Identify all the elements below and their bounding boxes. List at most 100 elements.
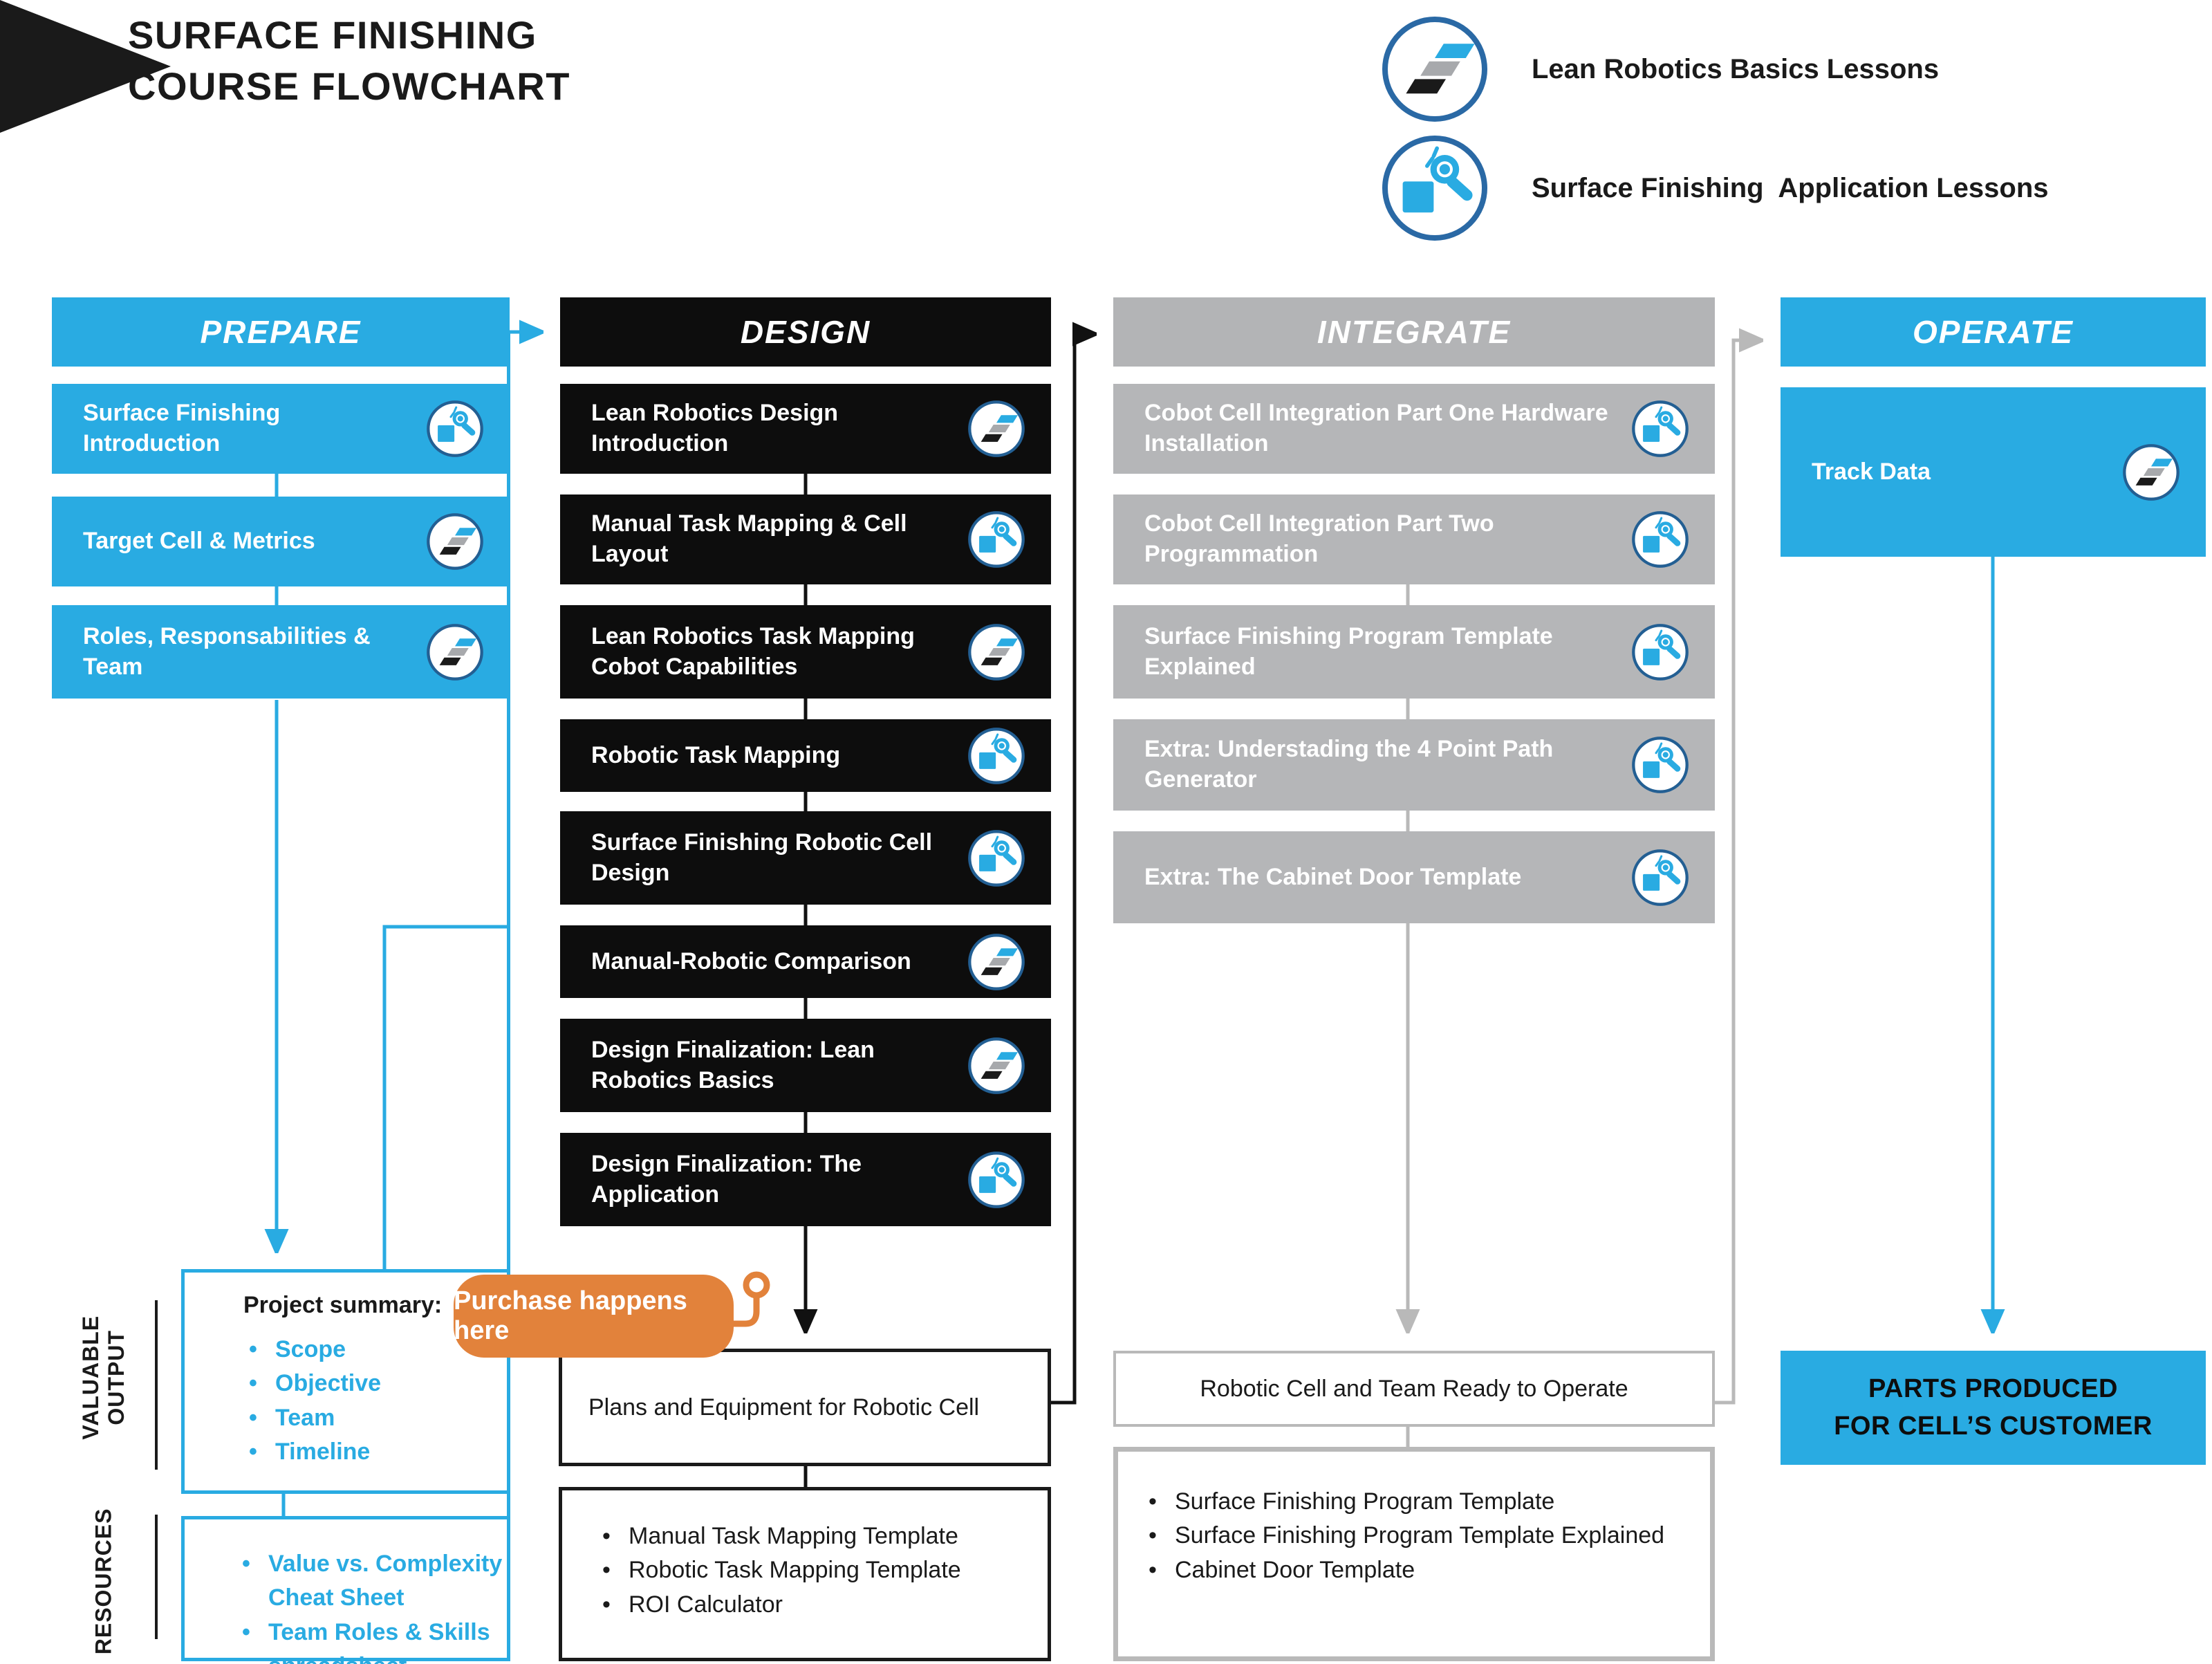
- lean-robotics-icon: [425, 512, 485, 571]
- plans-box-text: Plans and Equipment for Robotic Cell: [588, 1394, 980, 1421]
- lesson-item-integrate-3: Surface Finishing Program Template Expla…: [1113, 605, 1715, 699]
- surface-finishing-icon: [1379, 133, 1490, 243]
- lesson-item-design-2: Manual Task Mapping & Cell Layout: [560, 494, 1051, 584]
- parts-produced-box: PARTS PRODUCED FOR CELL’S CUSTOMER: [1781, 1351, 2206, 1465]
- prepare-resources-list: Value vs. Complexity Cheat SheetTeam Rol…: [236, 1547, 507, 1664]
- lesson-item-design-3: Lean Robotics Task Mapping Cobot Capabil…: [560, 605, 1051, 699]
- valuable-output-label: VALUABLE OUTPUT: [78, 1315, 129, 1440]
- lesson-item-prepare-2: Target Cell & Metrics: [52, 497, 510, 586]
- lesson-item-label: Target Cell & Metrics: [83, 528, 315, 555]
- surface-finishing-icon: [967, 510, 1026, 569]
- lean-robotics-icon: [1379, 14, 1490, 124]
- list-item: Cabinet Door Template: [1143, 1553, 1710, 1588]
- purchase-badge-curl-icon: [727, 1271, 770, 1327]
- list-item: Manual Task Mapping Template: [597, 1519, 1048, 1554]
- lesson-item-label: Lean Robotics Task Mapping Cobot Capabil…: [591, 622, 915, 680]
- list-item: Team Roles & Skills spreadsheet: [236, 1616, 507, 1664]
- lean-robotics-icon: [967, 932, 1026, 992]
- list-item: ROI Calculator: [597, 1588, 1048, 1623]
- project-summary-list: ScopeObjectiveTeamTimeline: [243, 1333, 507, 1469]
- lesson-item-label: Track Data: [1812, 458, 1931, 485]
- lesson-item-design-1: Lean Robotics Design Introduction: [560, 384, 1051, 474]
- column-header-design: DESIGN: [560, 297, 1051, 367]
- list-item: Value vs. Complexity Cheat Sheet: [236, 1547, 507, 1616]
- surface-finishing-icon: [1630, 510, 1690, 569]
- purchase-badge: Purchase happens here: [454, 1275, 734, 1358]
- lesson-item-integrate-4: Extra: Understading the 4 Point Path Gen…: [1113, 719, 1715, 811]
- arrow-roboticcell-to-operate: [1715, 340, 1763, 1405]
- lesson-item-design-5: Surface Finishing Robotic Cell Design: [560, 811, 1051, 905]
- lesson-item-label: Robotic Task Mapping: [591, 741, 841, 768]
- surface-finishing-icon: [1630, 848, 1690, 907]
- lesson-item-operate-1: Track Data: [1781, 387, 2206, 557]
- lesson-item-integrate-5: Extra: The Cabinet Door Template: [1113, 831, 1715, 923]
- resources-label: RESOURCES: [91, 1508, 116, 1655]
- surface-finishing-icon: [967, 1150, 1026, 1210]
- lesson-item-label: Roles, Responsabilities & Team: [83, 622, 371, 680]
- lean-robotics-icon: [425, 622, 485, 682]
- design-resources-list: Manual Task Mapping TemplateRobotic Task…: [597, 1519, 1048, 1622]
- lesson-item-design-4: Robotic Task Mapping: [560, 719, 1051, 792]
- list-item: Team: [243, 1401, 507, 1436]
- parts-produced-line1: PARTS PRODUCED: [1868, 1374, 2118, 1404]
- lesson-item-label: Lean Robotics Design Introduction: [591, 400, 839, 456]
- lesson-item-label: Surface Finishing Program Template Expla…: [1144, 622, 1553, 680]
- lesson-item-design-7: Design Finalization: Lean Robotics Basic…: [560, 1019, 1051, 1112]
- surface-finishing-icon: [425, 399, 485, 459]
- valuable-output-rule: [155, 1300, 158, 1470]
- arrow-summary-to-design: [507, 332, 543, 1279]
- lesson-item-integrate-2: Cobot Cell Integration Part Two Programm…: [1113, 494, 1715, 584]
- lesson-item-design-8: Design Finalization: The Application: [560, 1133, 1051, 1226]
- prepare-resources-box: Value vs. Complexity Cheat SheetTeam Rol…: [181, 1516, 510, 1664]
- lean-robotics-icon: [967, 1036, 1026, 1096]
- page-title-line2: COURSE FLOWCHART: [128, 64, 570, 108]
- lean-robotics-icon: [967, 622, 1026, 682]
- corner-triangle: [0, 0, 171, 133]
- page-title-line1: SURFACE FINISHING: [128, 13, 537, 57]
- column-header-prepare: PREPARE: [52, 297, 510, 367]
- project-summary-title: Project summary:: [243, 1292, 443, 1318]
- page-title: SURFACE FINISHING COURSE FLOWCHART: [128, 10, 570, 112]
- design-resources-box: Manual Task Mapping TemplateRobotic Task…: [559, 1487, 1051, 1661]
- lesson-item-label: Surface Finishing Introduction: [83, 400, 281, 456]
- robotic-cell-ready-box: Robotic Cell and Team Ready to Operate: [1113, 1351, 1715, 1427]
- lesson-item-label: Extra: Understading the 4 Point Path Gen…: [1144, 736, 1554, 793]
- lesson-item-label: Surface Finishing Robotic Cell Design: [591, 829, 933, 886]
- legend-label: Lean Robotics Basics Lessons: [1532, 53, 1940, 84]
- surface-finishing-icon: [1630, 399, 1690, 459]
- arrow-plans-to-integrate: [1051, 334, 1097, 1405]
- legend-row-application: Surface Finishing Application Lessons: [1379, 133, 2049, 243]
- surface-finishing-icon: [967, 726, 1026, 786]
- lesson-item-integrate-1: Cobot Cell Integration Part One Hardware…: [1113, 384, 1715, 474]
- list-item: Surface Finishing Program Template Expla…: [1143, 1519, 1710, 1553]
- column-header-operate: OPERATE: [1781, 297, 2206, 367]
- lesson-item-label: Cobot Cell Integration Part One Hardware…: [1144, 400, 1608, 456]
- lesson-item-label: Manual Task Mapping & Cell Layout: [591, 510, 907, 567]
- surface-finishing-icon: [1630, 735, 1690, 795]
- legend-row-lean: Lean Robotics Basics Lessons: [1379, 14, 1939, 124]
- lean-robotics-icon: [967, 399, 1026, 459]
- integrate-resources-list: Surface Finishing Program TemplateSurfac…: [1143, 1485, 1710, 1587]
- lesson-item-label: Cobot Cell Integration Part Two Programm…: [1144, 510, 1494, 567]
- surface-finishing-icon: [1630, 622, 1690, 682]
- lean-robotics-icon: [2121, 443, 2181, 502]
- lesson-item-design-6: Manual-Robotic Comparison: [560, 925, 1051, 998]
- lesson-item-label: Manual-Robotic Comparison: [591, 947, 911, 974]
- resources-rule: [155, 1515, 158, 1639]
- loop-summary-branch: [382, 925, 508, 1269]
- column-header-integrate: INTEGRATE: [1113, 297, 1715, 367]
- parts-produced-line2: FOR CELL’S CUSTOMER: [1834, 1411, 2153, 1441]
- list-item: Objective: [243, 1367, 507, 1401]
- project-summary-box: Project summary: ScopeObjectiveTeamTimel…: [181, 1269, 510, 1494]
- lesson-item-label: Extra: The Cabinet Door Template: [1144, 863, 1522, 890]
- robotic-cell-ready-text: Robotic Cell and Team Ready to Operate: [1200, 1375, 1628, 1402]
- surface-finishing-icon: [967, 829, 1026, 888]
- integrate-resources-box: Surface Finishing Program TemplateSurfac…: [1113, 1447, 1715, 1661]
- list-item: Robotic Task Mapping Template: [597, 1553, 1048, 1588]
- lesson-item-prepare-1: Surface Finishing Introduction: [52, 384, 510, 474]
- lesson-item-prepare-3: Roles, Responsabilities & Team: [52, 605, 510, 699]
- list-item: Scope: [243, 1333, 507, 1367]
- list-item: Surface Finishing Program Template: [1143, 1485, 1710, 1519]
- list-item: Timeline: [243, 1435, 507, 1470]
